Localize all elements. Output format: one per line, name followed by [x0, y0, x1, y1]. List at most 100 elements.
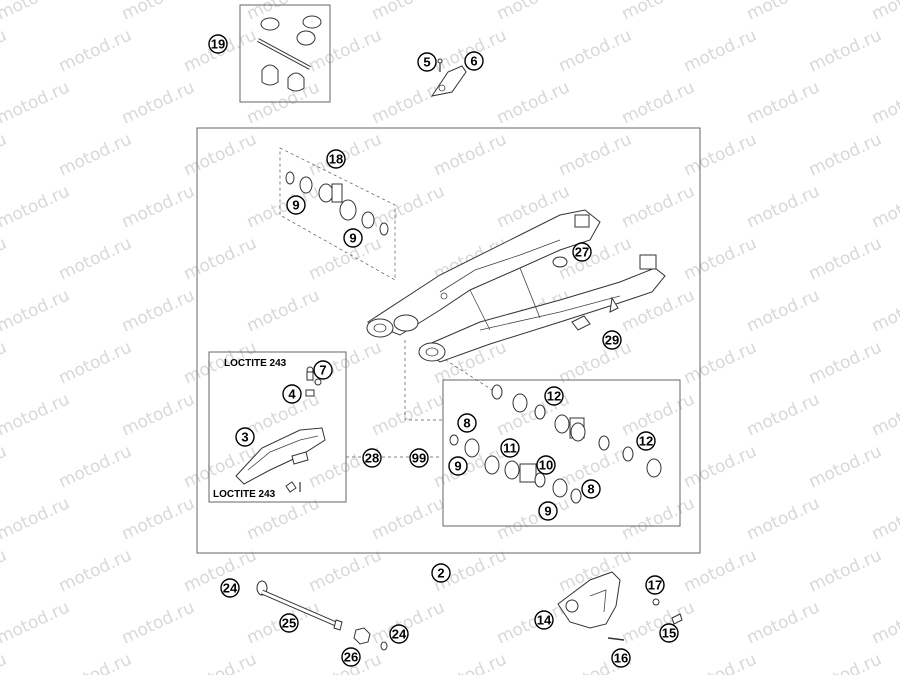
watermark-text: motod.ru	[681, 441, 760, 492]
watermark-text: motod.ru	[681, 25, 760, 76]
watermark-text: motod.ru	[744, 0, 823, 25]
watermark-text: motod.ru	[0, 25, 10, 76]
watermark-text: motod.ru	[869, 389, 900, 440]
svg-text:6: 6	[470, 54, 477, 69]
watermark-text: motod.ru	[0, 441, 10, 492]
part-18-bearing-set	[285, 171, 389, 236]
watermark-text: motod.ru	[56, 25, 135, 76]
watermark-text: motod.ru	[56, 337, 135, 388]
watermark-text: motod.ru	[119, 285, 198, 336]
watermark-text: motod.ru	[619, 389, 698, 440]
svg-text:18: 18	[329, 152, 343, 167]
svg-text:4: 4	[288, 387, 296, 402]
svg-text:8: 8	[587, 482, 594, 497]
watermark-text: motod.ru	[306, 129, 385, 180]
callout-9: 9	[343, 228, 363, 248]
callout-26: 26	[341, 647, 361, 667]
watermark-text: motod.ru	[806, 233, 885, 284]
watermark-text: motod.ru	[0, 285, 73, 336]
watermark-text: motod.ru	[744, 285, 823, 336]
callout-24: 24	[220, 578, 240, 598]
watermark-text: motod.ru	[619, 181, 698, 232]
part-19-pivot-kit	[257, 15, 322, 92]
watermark-text: motod.ru	[494, 493, 573, 544]
watermark-text: motod.ru	[119, 77, 198, 128]
callout-25: 25	[279, 613, 299, 633]
watermark-text: motod.ru	[869, 285, 900, 336]
callout-8: 8	[581, 479, 601, 499]
watermark-text: motod.ru	[556, 337, 635, 388]
callout-14: 14	[534, 610, 554, 630]
watermark-text: motod.ru	[119, 0, 198, 25]
watermark-text: motod.ru	[181, 129, 260, 180]
watermark-text: motod.ru	[244, 493, 323, 544]
watermark-text: motod.ru	[119, 389, 198, 440]
callout-28: 28	[362, 448, 382, 468]
watermark-text: motod.ru	[56, 441, 135, 492]
watermark-text: motod.ru	[744, 77, 823, 128]
watermark-text: motod.ru	[806, 441, 885, 492]
svg-text:9: 9	[454, 459, 461, 474]
watermark-text: motod.ru	[806, 337, 885, 388]
watermark-text: motod.ru	[56, 233, 135, 284]
main-assembly-frame	[196, 127, 701, 554]
svg-text:12: 12	[547, 389, 561, 404]
watermark-text: motod.ru	[119, 493, 198, 544]
watermark-text: motod.ru	[119, 597, 198, 648]
callout-29: 29	[602, 330, 622, 350]
pivot-axle-parts	[256, 580, 388, 651]
callout-4: 4	[282, 384, 302, 404]
watermark-text: motod.ru	[681, 233, 760, 284]
callout-3: 3	[235, 427, 255, 447]
watermark-text: motod.ru	[869, 597, 900, 648]
watermark-text: motod.ru	[869, 0, 900, 25]
svg-text:12: 12	[639, 434, 653, 449]
watermark-text: motod.ru	[56, 129, 135, 180]
callout-12: 12	[544, 386, 564, 406]
watermark-text: motod.ru	[119, 181, 198, 232]
watermark-text: motod.ru	[56, 649, 135, 675]
svg-text:11: 11	[503, 441, 517, 456]
svg-text:28: 28	[365, 451, 379, 466]
svg-text:24: 24	[223, 581, 238, 596]
svg-text:10: 10	[539, 458, 553, 473]
inset-box-bearings	[442, 379, 681, 527]
watermark-text: motod.ru	[556, 129, 635, 180]
watermark-text: motod.ru	[744, 181, 823, 232]
watermark-text: motod.ru	[0, 129, 10, 180]
watermark-text: motod.ru	[556, 25, 635, 76]
callout-7: 7	[313, 360, 333, 380]
watermark-text: motod.ru	[681, 649, 760, 675]
watermark-text: motod.ru	[369, 389, 448, 440]
svg-text:14: 14	[537, 613, 552, 628]
svg-text:24: 24	[392, 627, 407, 642]
svg-text:25: 25	[282, 616, 296, 631]
svg-text:27: 27	[575, 245, 589, 260]
svg-text:9: 9	[292, 198, 299, 213]
watermark-text: motod.ru	[369, 0, 448, 25]
part-5-6-clamp	[430, 58, 467, 97]
swingarm-body	[366, 209, 666, 363]
watermark-text: motod.ru	[619, 77, 698, 128]
svg-text:7: 7	[319, 363, 326, 378]
watermark-text: motod.ru	[181, 649, 260, 675]
callout-16: 16	[611, 648, 631, 668]
watermark-text: motod.ru	[806, 545, 885, 596]
watermark-text: motod.ru	[0, 181, 73, 232]
svg-text:2: 2	[437, 566, 444, 581]
watermark-text: motod.ru	[0, 337, 10, 388]
callout-9: 9	[286, 195, 306, 215]
watermark-text: motod.ru	[369, 597, 448, 648]
watermark-text: motod.ru	[0, 389, 73, 440]
watermark-text: motod.ru	[369, 493, 448, 544]
watermark-text: motod.ru	[431, 649, 510, 675]
watermark-text: motod.ru	[869, 181, 900, 232]
callout-11: 11	[500, 438, 520, 458]
watermark-text: motod.ru	[744, 389, 823, 440]
callout-15: 15	[659, 623, 679, 643]
watermark-text: motod.ru	[0, 77, 73, 128]
callout-6: 6	[464, 51, 484, 71]
callout-24: 24	[389, 624, 409, 644]
